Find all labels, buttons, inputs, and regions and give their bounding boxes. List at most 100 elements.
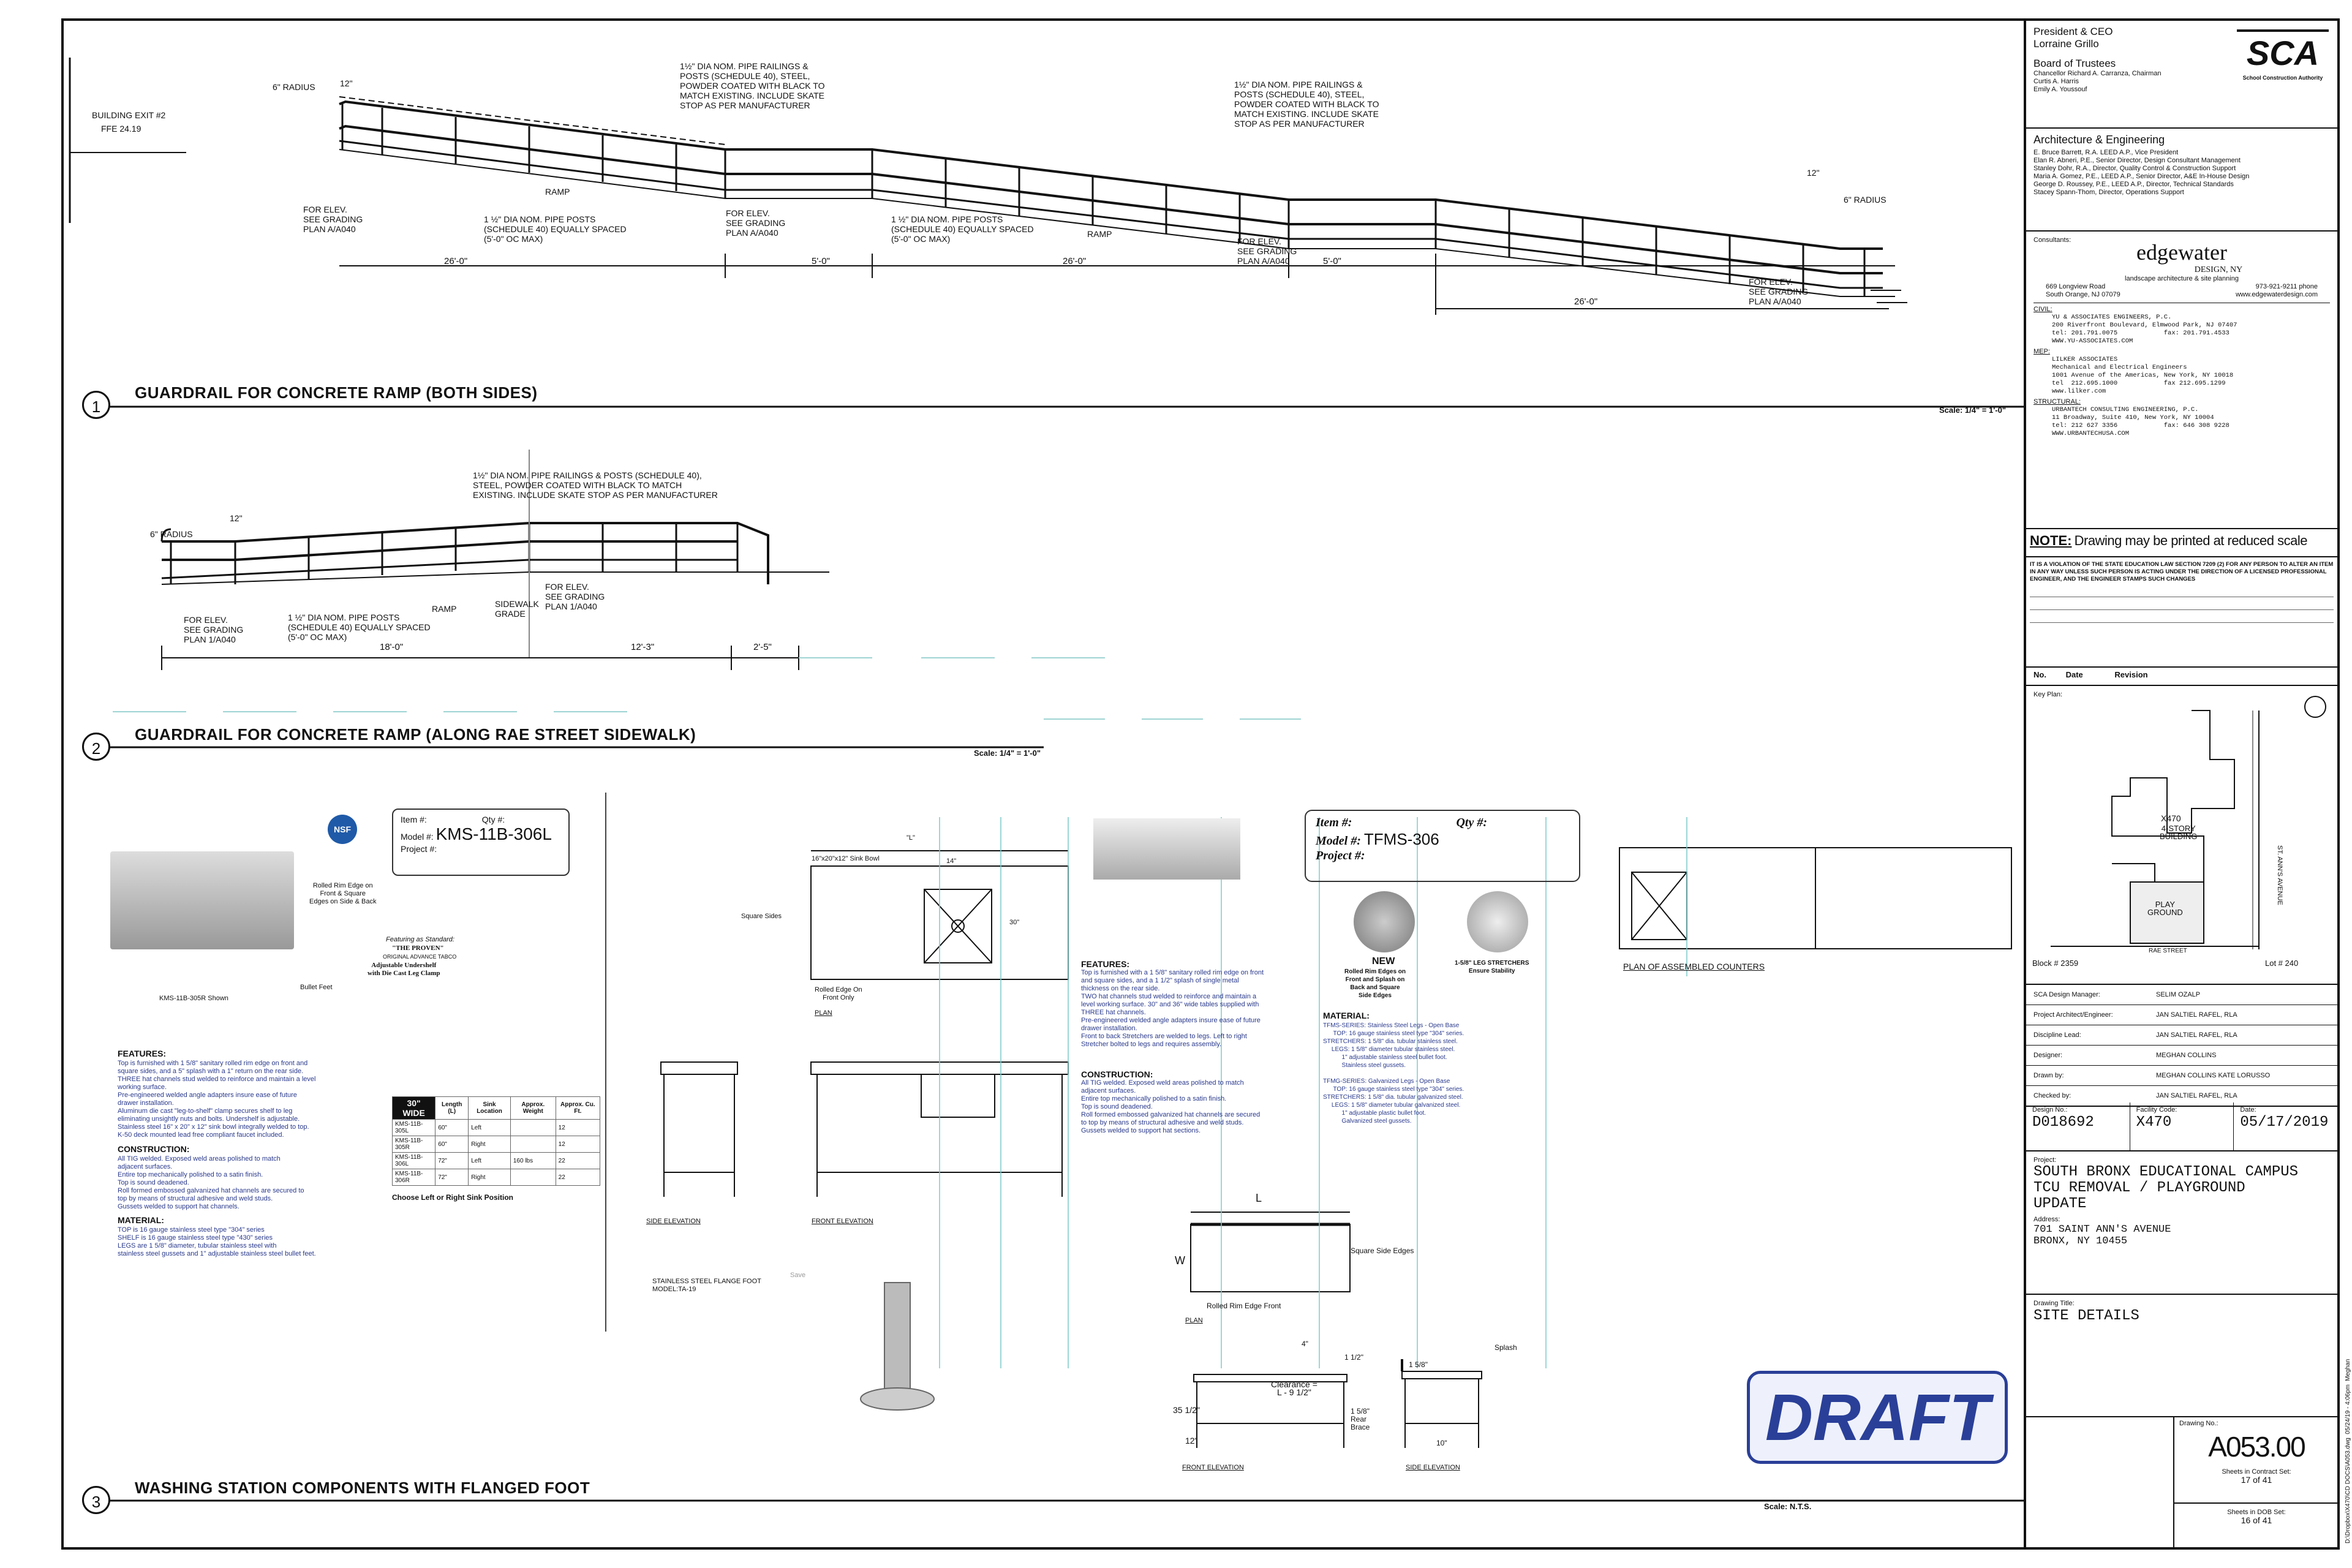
board-member-1: Chancellor Richard A. Carranza, Chairman — [2034, 70, 2162, 77]
nsf-logo-icon: NSF — [328, 815, 357, 844]
table-dim-W: W — [1175, 1254, 1185, 1267]
stretchers-description: 1-5/8" LEG STRETCHERS Ensure Stability — [1455, 960, 1529, 974]
tb-consultants: Consultants: edgewater DESIGN, NY landsc… — [2026, 232, 2337, 529]
table-plan-caption: PLAN — [1185, 1317, 1203, 1324]
structural-info: URBANTECH CONSULTING ENGINEERING, P.C. 1… — [2052, 406, 2230, 437]
lot-label: Lot # 240 — [2265, 959, 2299, 968]
note-pipe-railings-right: 1½" DIA NOM. PIPE RAILINGS & POSTS (SCHE… — [1234, 80, 1379, 129]
cell: Left — [468, 1119, 511, 1136]
detail-2-title: GUARDRAIL FOR CONCRETE RAMP (ALONG RAE S… — [135, 725, 696, 744]
drawing-number-box: Drawing No.: A053.00 Sheets in Contract … — [2173, 1417, 2339, 1547]
sink-construction-text: All TIG welded. Exposed weld areas polis… — [118, 1155, 304, 1210]
sca-logo-text: SCA — [2237, 29, 2329, 75]
detail-3-number: 3 — [82, 1486, 110, 1514]
table-dim-112: 1 1/2" — [1344, 1353, 1363, 1362]
sink-features-heading: FEATURES: — [118, 1049, 167, 1058]
adjustable-label: Adjustable Undershelf with Die Cast Leg … — [368, 962, 440, 977]
ae-member-2: Elan R. Abneri, P.E., Senior Director, D… — [2034, 157, 2241, 164]
col-weight: Approx. Weight — [510, 1096, 556, 1120]
facility-cell: Facility Code:X470 — [2130, 1102, 2234, 1150]
dim-ramp1-d: 5'-0" — [1323, 256, 1341, 266]
tb-revision-header: No. Date Revision — [2026, 668, 2337, 686]
key-building-label: 4-STORY BUILDING — [2160, 824, 2198, 841]
detail-1-title: GUARDRAIL FOR CONCRETE RAMP (BOTH SIDES) — [135, 383, 538, 402]
table-qty-label: Qty #: — [1456, 816, 1487, 829]
ae-member-5: George D. Roussey, P.E., LEED A.P., Dire… — [2034, 181, 2234, 188]
cell: KMS-11B-305R — [391, 1136, 436, 1153]
role-row: Discipline Lead:JAN SALTIEL RAFEL, RLA — [2026, 1025, 2337, 1046]
radius-label-d2: 6" RADIUS — [150, 529, 193, 539]
note-pipe-railings-left: 1½" DIA NOM. PIPE RAILINGS & POSTS (SCHE… — [680, 61, 825, 110]
table-dim-12: 12" — [1185, 1436, 1198, 1446]
edgewater-design: DESIGN, NY — [2194, 265, 2243, 274]
table-features-heading: FEATURES: — [1081, 959, 1130, 969]
ramp-label-2: RAMP — [1087, 229, 1112, 239]
sink-model-label: Model #: — [401, 832, 434, 842]
draft-stamp: DRAFT — [1747, 1371, 2008, 1464]
design-no-value: D018692 — [2032, 1114, 2094, 1131]
square-side-edges-label: Square Side Edges — [1351, 1246, 1414, 1255]
col-cuft: Approx. Cu. Ft. — [555, 1096, 601, 1120]
sink-side-elev-caption: SIDE ELEVATION — [646, 1218, 701, 1225]
cell: 60" — [435, 1119, 469, 1136]
cell: 22 — [555, 1152, 601, 1169]
civil-heading: CIVIL: — [2034, 306, 2052, 313]
col-length: Length (L) — [435, 1096, 469, 1120]
sink-dim-30: 30" — [1009, 919, 1020, 926]
role-label: SCA Design Manager: — [2034, 991, 2100, 998]
assembled-counters-caption: PLAN OF ASSEMBLED COUNTERS — [1623, 962, 1765, 971]
sheet-border — [61, 18, 2340, 1550]
president-heading: President & CEO — [2034, 26, 2113, 37]
board-member-2: Curtis A. Harris — [2034, 78, 2079, 85]
note-pipe-railings-d2: 1½" DIA NOM. PIPE RAILINGS & POSTS (SCHE… — [473, 470, 718, 500]
role-value: JAN SALTIEL RAFEL, RLA — [2156, 1031, 2237, 1039]
new-label: NEW — [1372, 956, 1395, 967]
file-path-stamp: D:\Dropbox\X470\CD DOCS\A053.dwg 05/24/1… — [2345, 1359, 2351, 1544]
splash-label: Splash — [1494, 1343, 1517, 1352]
project-name: SOUTH BRONX EDUCATIONAL CAMPUS TCU REMOV… — [2034, 1164, 2299, 1212]
radius-label-left: 6" RADIUS — [273, 82, 315, 92]
project-heading: Project: — [2034, 1156, 2057, 1164]
sink-table-photo — [110, 851, 294, 949]
role-label: Drawn by: — [2034, 1072, 2064, 1079]
stretcher-photo — [1467, 891, 1528, 952]
clearance-label: Clearance = L - 9 1/2" — [1271, 1379, 1317, 1397]
detail-1-number: 1 — [82, 391, 110, 419]
cell: 12 — [555, 1136, 601, 1153]
drawing-linework — [69, 58, 2024, 1502]
drawing-title: SITE DETAILS — [2034, 1308, 2139, 1324]
rev-revision-label: Revision — [2114, 670, 2148, 679]
original-label: ORIGINAL ADVANCE TABCO — [383, 954, 457, 960]
note-text: Drawing may be printed at reduced scale — [2074, 533, 2308, 548]
role-label: Project Architect/Engineer: — [2034, 1011, 2113, 1019]
tb-key-plan: Key Plan: X470 4-STORY BUILDING PLAY GRO… — [2026, 686, 2337, 985]
table-side-elev-caption: SIDE ELEVATION — [1406, 1464, 1460, 1471]
date-cell: Date:05/17/2019 — [2234, 1102, 2337, 1150]
shown-caption: KMS-11B-305R Shown — [159, 995, 228, 1002]
ramp-label-1: RAMP — [545, 187, 570, 197]
choose-note: Choose Left or Right Sink Position — [392, 1193, 513, 1202]
president-name: Lorraine Grillo — [2034, 38, 2099, 50]
sink-dim-L: "L" — [907, 834, 915, 842]
civil-info: YU & ASSOCIATES ENGINEERS, P.C. 200 Rive… — [2052, 314, 2237, 345]
role-label: Designer: — [2034, 1052, 2063, 1059]
table-material-heading: MATERIAL: — [1323, 1011, 1370, 1020]
note-heading: NOTE: — [2030, 533, 2072, 548]
table-dim-10: 10" — [1436, 1439, 1447, 1447]
structural-heading: STRUCTURAL: — [2034, 398, 2081, 405]
key-playground-label: PLAY GROUND — [2147, 900, 2183, 917]
table-dim-35: 35 1/2" — [1173, 1405, 1200, 1415]
role-label: Checked by: — [2034, 1092, 2071, 1099]
building-exit-label: BUILDING EXIT #2 — [92, 110, 166, 120]
role-row: Checked by:JAN SALTIEL RAFEL, RLA — [2026, 1086, 2337, 1107]
rear-brace-label: 1 5/8" Rear Brace — [1351, 1407, 1370, 1431]
role-value: SELIM OZALP — [2156, 991, 2201, 998]
sink-item-box: Item #:Qty #: Model #: KMS-11B-306L Proj… — [392, 809, 570, 876]
new-edge-photo — [1354, 891, 1415, 952]
drawing-no-heading: Drawing No.: — [2179, 1420, 2218, 1427]
cell: 72" — [435, 1152, 469, 1169]
sink-material-text: TOP is 16 gauge stainless steel type "30… — [118, 1226, 316, 1257]
radius-label-right: 6" RADIUS — [1844, 195, 1887, 205]
